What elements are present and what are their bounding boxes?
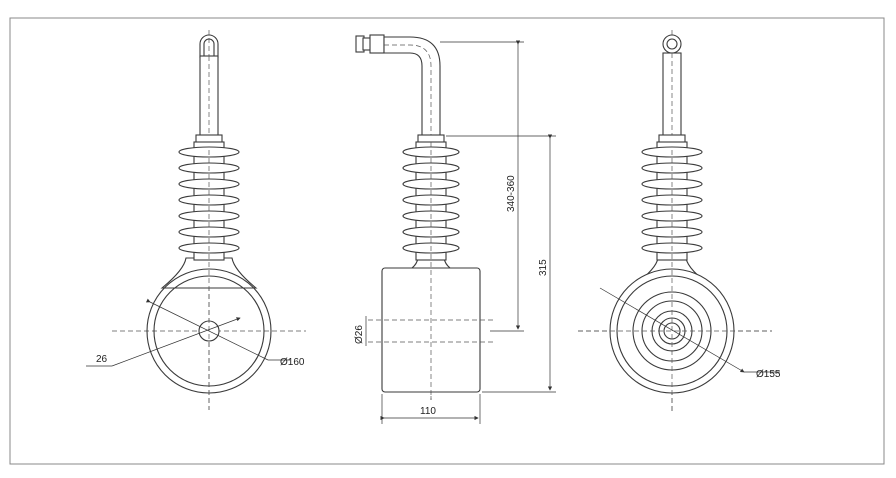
front-view: 26 Ø160 (86, 30, 306, 410)
side-dim-315: 315 (538, 259, 549, 276)
front-dim-160: Ø160 (280, 357, 305, 368)
side-view: Ø26 340-360 315 110 (354, 34, 556, 424)
side-dim-340-360: 340-360 (506, 175, 517, 212)
drawing-border (9, 17, 885, 465)
rear-view: Ø155 (578, 30, 781, 412)
right-dim-155: Ø155 (756, 369, 781, 380)
side-dim-26: Ø26 (354, 325, 365, 344)
side-dim-110: 110 (420, 406, 436, 417)
front-dim-26: 26 (96, 354, 108, 365)
